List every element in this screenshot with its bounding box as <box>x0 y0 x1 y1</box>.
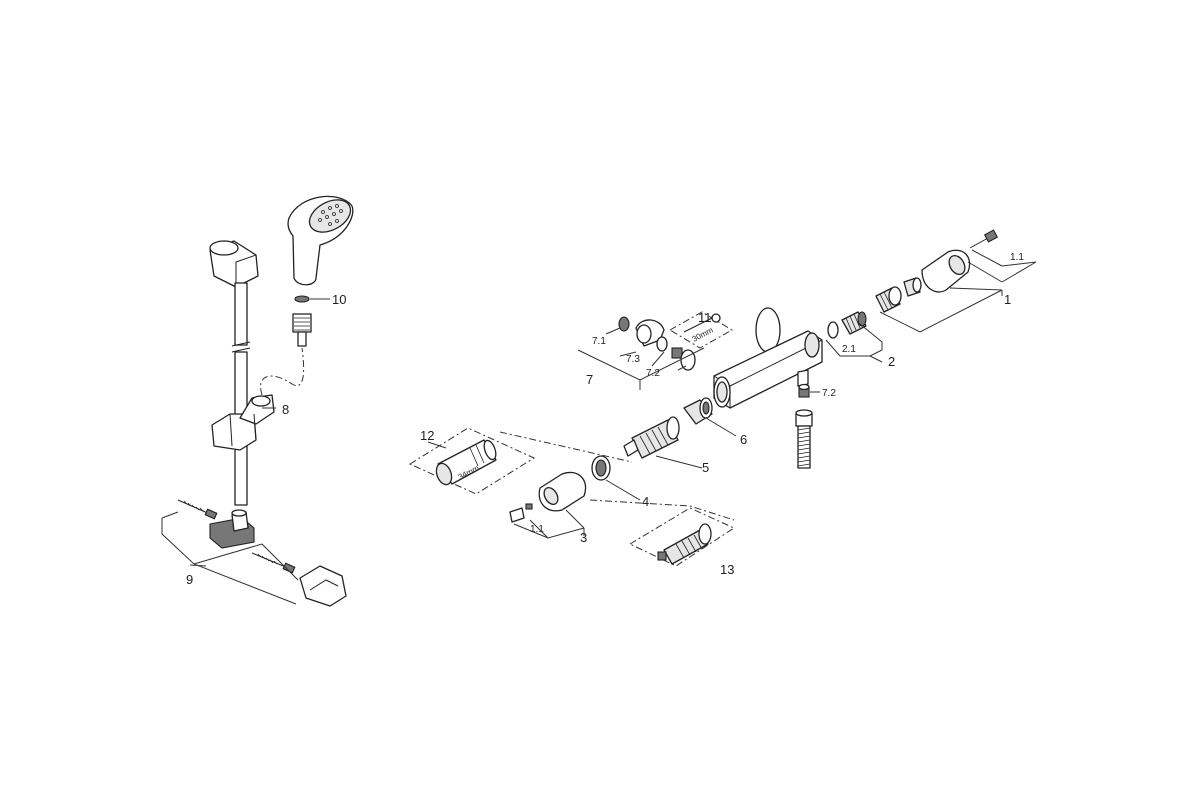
label-7: 7 <box>586 372 593 387</box>
label-7-3: 7.3 <box>626 354 640 365</box>
label-9: 9 <box>186 572 193 587</box>
label-10: 10 <box>332 292 346 307</box>
label-7-1: 7.1 <box>592 336 606 347</box>
part-9-screw-lower <box>251 552 296 574</box>
dash-link-13 <box>589 499 735 521</box>
part-7-elbow <box>618 316 696 371</box>
part-9-bracket-box <box>161 518 299 605</box>
part-6-nut <box>683 397 713 425</box>
label-1-1-left: 1.1 <box>530 524 544 535</box>
label-11: 11 <box>698 310 712 325</box>
shower-rail-set <box>161 240 347 607</box>
part-1-bracket <box>879 249 1037 333</box>
part-11-spanner-box <box>669 311 733 349</box>
part-9-wall-bracket <box>209 509 255 549</box>
mixer-body <box>713 307 823 409</box>
vertical-connector <box>795 409 813 469</box>
rail-break <box>231 341 251 353</box>
label-7-2-right: 7.2 <box>822 388 836 399</box>
label-2-1: 2.1 <box>842 344 856 355</box>
label-6: 6 <box>740 432 747 447</box>
part-2-bracket <box>825 323 883 363</box>
label-2: 2 <box>888 354 895 369</box>
label-30mm: 30mm <box>691 325 715 344</box>
part-1-handle <box>875 229 999 313</box>
hose-nut <box>292 313 312 347</box>
rail-top-cap <box>209 240 259 288</box>
hose-path <box>260 347 305 396</box>
part-2-1-ring <box>827 321 839 339</box>
part-13-box <box>628 507 736 567</box>
label-1: 1 <box>1004 292 1011 307</box>
part-9-screw-upper <box>177 499 218 520</box>
part-12-adapter-box <box>408 427 536 495</box>
rail-upper <box>234 282 248 346</box>
part-8-slider <box>211 394 275 451</box>
label-7-2-left: 7.2 <box>646 368 660 379</box>
dash-link-12 <box>499 431 633 463</box>
label-3: 3 <box>580 530 587 545</box>
label-4: 4 <box>642 494 649 509</box>
part-10-washer <box>294 295 310 303</box>
part-4-ring <box>591 455 611 481</box>
part-5-cartridge <box>623 416 680 459</box>
part-3-bracket <box>513 509 585 539</box>
label-5: 5 <box>702 460 709 475</box>
part-3-handle <box>509 471 587 523</box>
label-8: 8 <box>282 402 289 417</box>
part-10-hand-shower <box>287 195 354 347</box>
label-12: 12 <box>420 428 434 443</box>
part-2-cartridge <box>841 311 867 335</box>
part-9-end-cap <box>299 565 347 607</box>
part-7-bracket <box>577 327 705 390</box>
label-13: 13 <box>720 562 734 577</box>
label-1-1-right: 1.1 <box>1010 252 1024 263</box>
